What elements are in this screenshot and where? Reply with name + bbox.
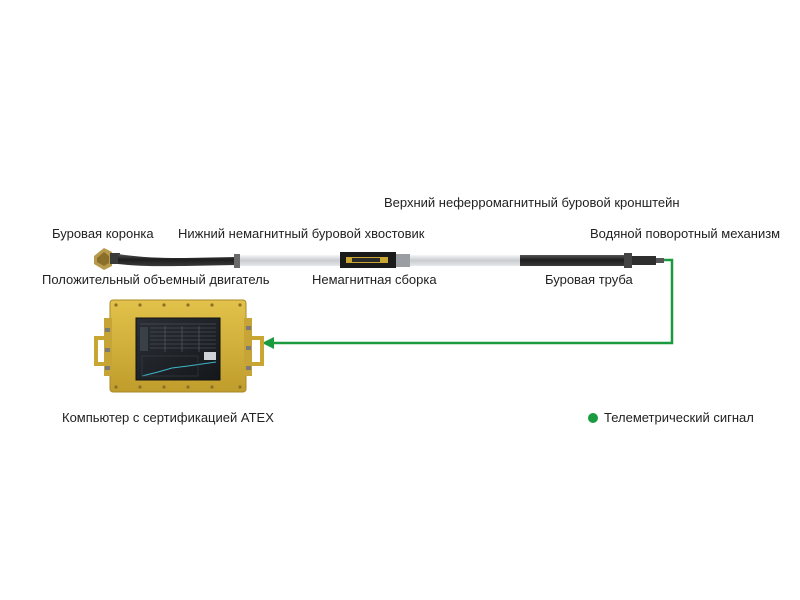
water-swivel bbox=[624, 253, 664, 268]
telemetry-signal-line bbox=[262, 258, 674, 349]
green-dot-icon bbox=[588, 412, 598, 423]
motor-section bbox=[118, 254, 236, 267]
upper-bracket-section bbox=[410, 255, 520, 266]
drill-bit bbox=[94, 248, 120, 270]
lower-tail-section bbox=[240, 255, 340, 266]
screen-graph bbox=[141, 361, 217, 377]
motor-joint bbox=[234, 254, 240, 268]
label-nonmag-assembly: Немагнитная сборка bbox=[312, 272, 437, 287]
label-water-swivel: Водяной поворотный механизм bbox=[590, 226, 781, 241]
label-motor: Положительный объемный двигатель bbox=[42, 272, 270, 287]
arrow-left-icon bbox=[262, 337, 274, 349]
drill-string bbox=[94, 248, 664, 270]
atex-computer bbox=[94, 299, 264, 393]
label-computer: Компьютер с сертификацией ATEX bbox=[62, 410, 274, 425]
legend-telemetry-label: Телеметрический сигнал bbox=[604, 410, 754, 425]
label-lower-tail: Нижний немагнитный буровой хвостовик bbox=[178, 226, 425, 241]
label-upper-bracket: Верхний неферромагнитный буровой кронште… bbox=[384, 195, 680, 210]
label-drill-pipe: Буровая труба bbox=[545, 272, 633, 287]
screen-content bbox=[140, 323, 216, 352]
upper-collar bbox=[396, 254, 410, 267]
label-drill-bit: Буровая коронка bbox=[52, 226, 154, 241]
nonmag-assembly-section bbox=[340, 252, 396, 268]
right-handle bbox=[244, 336, 264, 366]
legend: Телеметрический сигнал bbox=[588, 410, 754, 425]
computer-screen bbox=[135, 317, 221, 381]
drill-pipe-section bbox=[520, 255, 624, 266]
